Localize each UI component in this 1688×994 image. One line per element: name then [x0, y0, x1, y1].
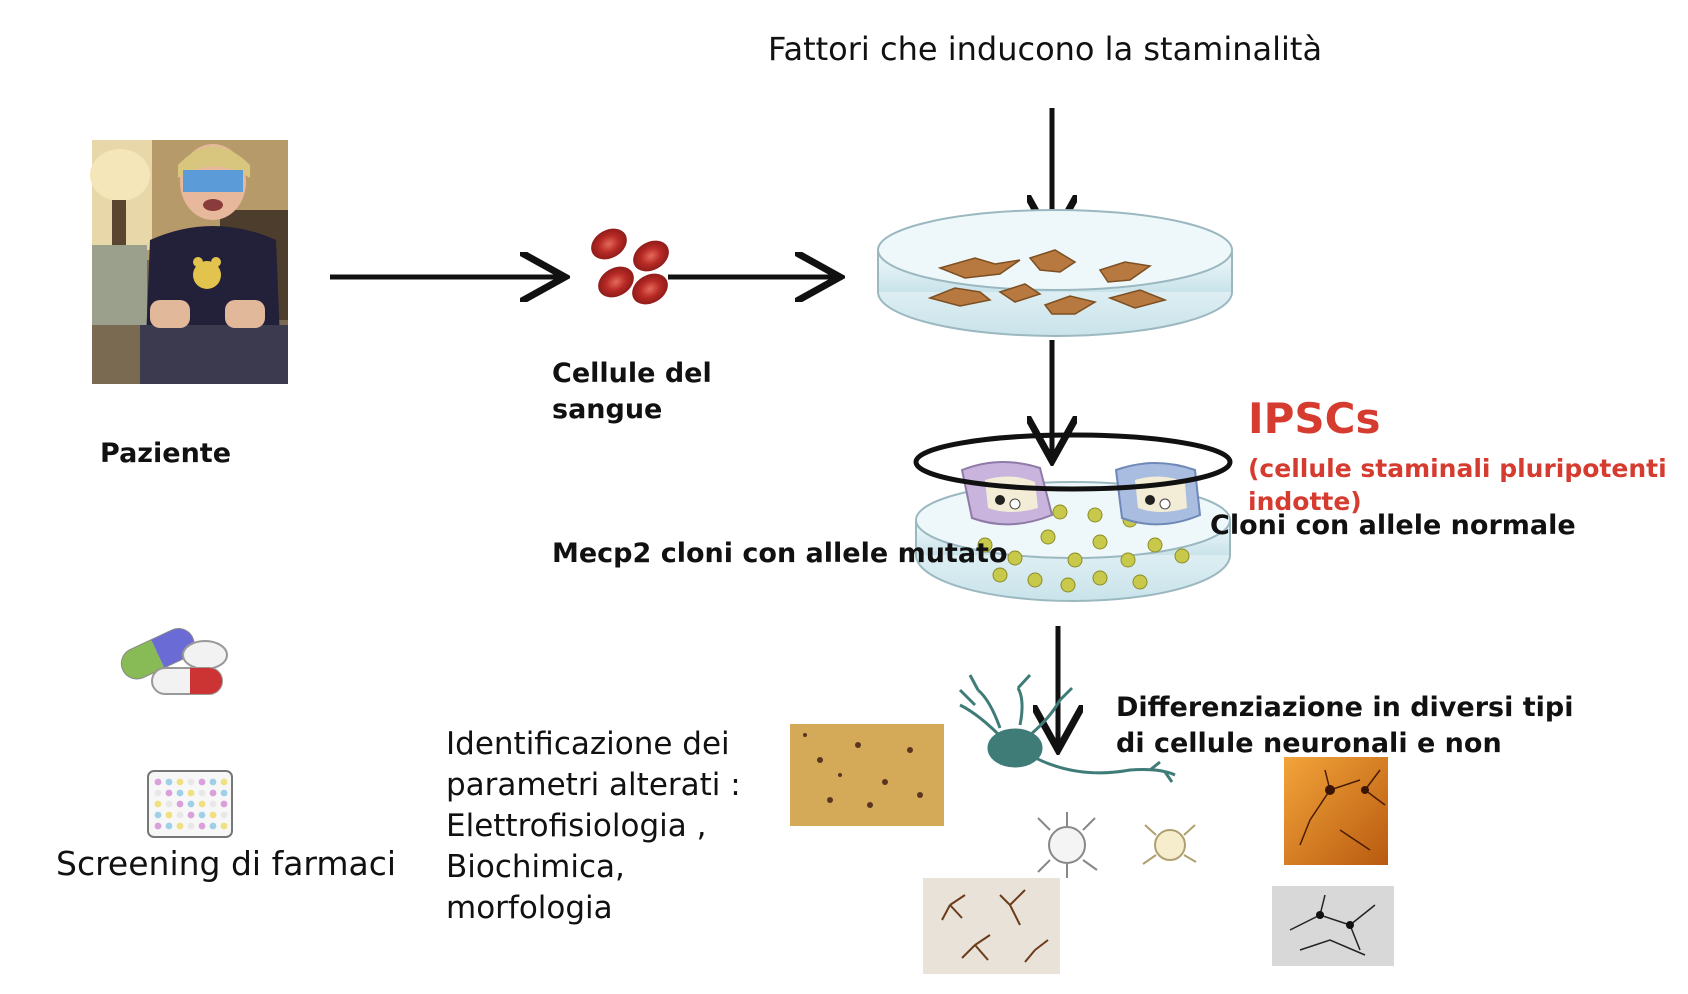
micrograph-grayscale-neurons — [1272, 886, 1394, 966]
plate-well — [198, 778, 206, 786]
plate-well — [220, 800, 228, 808]
plate-well — [198, 822, 206, 830]
plate-well — [165, 811, 173, 819]
micrograph-amber-neurons — [1284, 757, 1388, 865]
plate-well — [209, 789, 217, 797]
petri-dish-fibroblasts — [877, 209, 1233, 337]
plate-well — [176, 789, 184, 797]
diagram-title: Fattori che inducono la staminalità — [768, 30, 1323, 68]
ipsc-dish — [913, 432, 1233, 602]
plate-well — [176, 800, 184, 808]
plate-well — [154, 800, 162, 808]
plate-well — [154, 789, 162, 797]
ipsc-title: IPSCs — [1248, 394, 1381, 443]
mutated-clones-label: Mecp2 cloni con allele mutato — [552, 538, 1008, 569]
plate-well — [198, 800, 206, 808]
plate-well — [176, 822, 184, 830]
plate-well — [154, 811, 162, 819]
plate-well — [198, 811, 206, 819]
plate-well — [209, 778, 217, 786]
differentiation-label: Differenziazione in diversi tipi di cell… — [1116, 692, 1574, 759]
plate-well — [165, 789, 173, 797]
plate-well — [209, 800, 217, 808]
plate-well — [176, 811, 184, 819]
plate-well — [165, 778, 173, 786]
patient-label: Paziente — [100, 438, 232, 469]
normal-clones-label: Cloni con allele normale — [1210, 510, 1576, 541]
plate-well — [209, 811, 217, 819]
neuron-icon — [958, 673, 1176, 783]
plate-well — [220, 778, 228, 786]
plate-well — [176, 778, 184, 786]
plate-well — [187, 778, 195, 786]
plate-well — [220, 822, 228, 830]
plate-well — [165, 800, 173, 808]
glial-cell-icon — [1142, 824, 1197, 865]
screening-label: Screening di farmaci — [56, 844, 397, 883]
plate-well — [187, 789, 195, 797]
plate-well — [220, 789, 228, 797]
well-plate-icon — [147, 770, 233, 838]
plate-well — [198, 789, 206, 797]
plate-well — [187, 822, 195, 830]
patient-photo — [90, 140, 288, 384]
micrograph-astrocytes — [923, 878, 1060, 974]
micrograph-tissue — [790, 724, 944, 826]
plate-well — [220, 811, 228, 819]
plate-well — [154, 778, 162, 786]
astrocyte-icon — [1037, 812, 1098, 878]
ipsc-subtitle: (cellule staminali pluripotenti indotte) — [1248, 454, 1667, 516]
blood-cells-label: Cellule del sangue — [552, 358, 712, 425]
blood-cells-icon — [591, 228, 669, 305]
pills-icon — [120, 628, 228, 695]
plate-well — [165, 822, 173, 830]
plate-well — [187, 811, 195, 819]
plate-well — [154, 822, 162, 830]
parameters-label: Identificazione dei parametri alterati :… — [446, 726, 741, 926]
plate-well — [209, 822, 217, 830]
plate-well — [187, 800, 195, 808]
